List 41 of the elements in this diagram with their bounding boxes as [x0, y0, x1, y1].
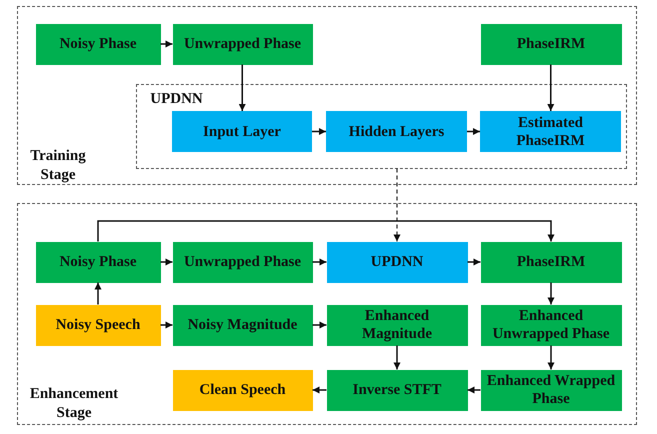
process-box: Estimated PhaseIRM	[480, 111, 621, 152]
dashed-arrow	[394, 168, 400, 242]
arrow	[467, 128, 480, 135]
dashed-group-frame	[136, 84, 626, 168]
process-box: Inverse STFT	[326, 370, 468, 410]
arrow	[468, 258, 480, 266]
arrow	[548, 282, 554, 304]
group-label: Enhancement Stage	[28, 385, 120, 422]
arrow	[160, 40, 172, 48]
process-box: Input Layer	[172, 111, 312, 152]
arrow	[160, 322, 172, 328]
arrow	[94, 282, 102, 304]
process-box: Noisy Speech	[36, 304, 160, 346]
process-box: Enhanced Wrapped Phase	[480, 370, 622, 410]
arrow	[468, 386, 480, 394]
process-box: Clean Speech	[172, 370, 312, 410]
arrow	[547, 64, 554, 111]
arrow	[160, 258, 172, 266]
process-box: Hidden Layers	[326, 111, 467, 152]
dashed-group-frame	[17, 6, 637, 185]
arrow	[548, 346, 554, 370]
arrow	[312, 128, 326, 135]
process-box: UPDNN	[326, 242, 468, 282]
process-box: Noisy Phase	[36, 242, 160, 282]
group-label: Training Stage	[29, 147, 87, 184]
arrow	[312, 322, 326, 328]
arrow	[97, 220, 554, 242]
arrow	[312, 386, 326, 394]
process-box: PhaseIRM	[480, 24, 622, 64]
process-box: Noisy Magnitude	[172, 304, 312, 346]
process-box: Unwrapped Phase	[172, 242, 312, 282]
group-label: UPDNN	[149, 90, 204, 108]
process-box: Enhanced Magnitude	[326, 304, 468, 346]
arrow	[394, 346, 400, 370]
process-box: Unwrapped Phase	[172, 24, 312, 64]
process-box: PhaseIRM	[480, 242, 622, 282]
arrow	[312, 258, 326, 266]
dashed-group-frame	[17, 203, 637, 425]
process-box: Enhanced Unwrapped Phase	[480, 304, 622, 346]
arrow	[238, 64, 246, 111]
process-box: Noisy Phase	[36, 24, 160, 64]
